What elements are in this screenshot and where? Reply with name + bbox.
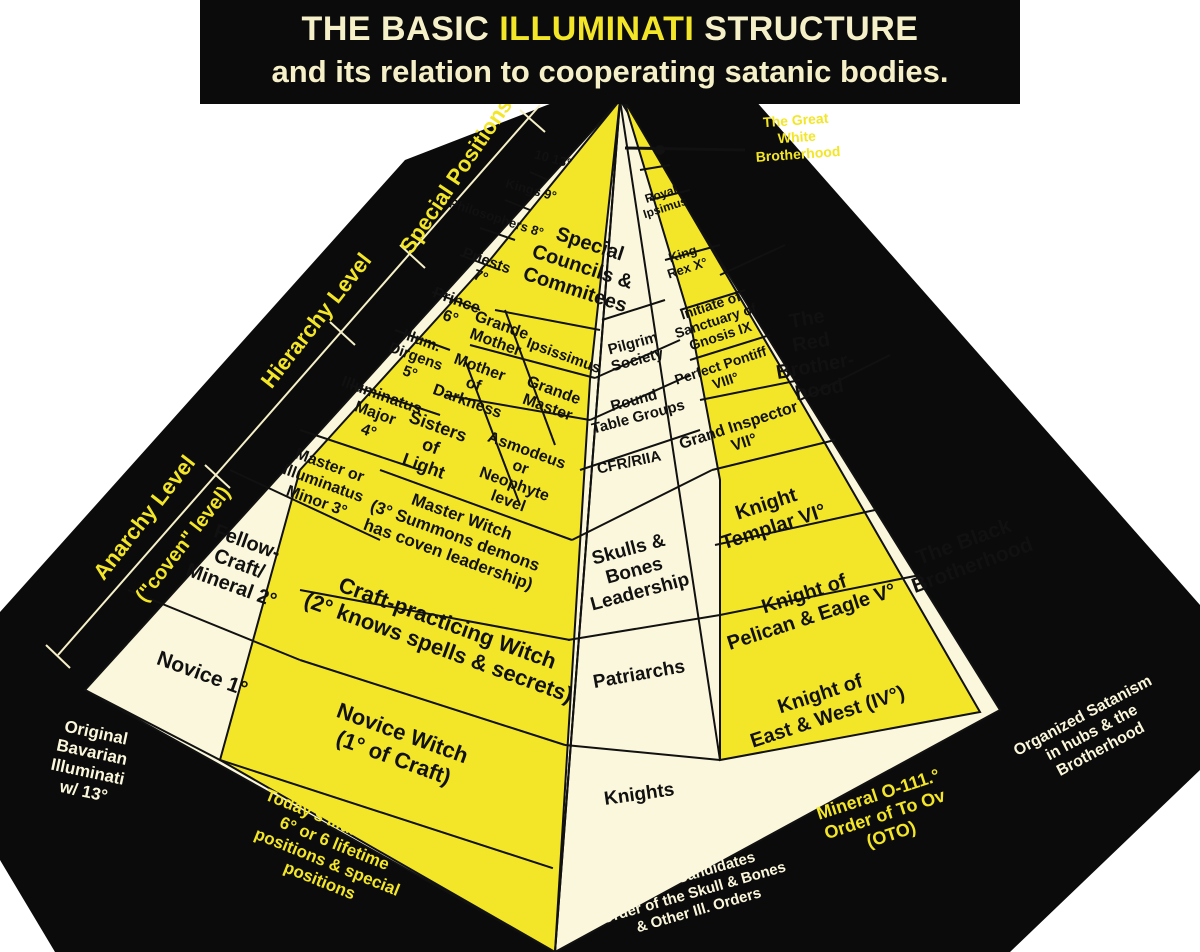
illum-dirgens-line-3: 5° xyxy=(400,362,419,383)
pyramid-ridge xyxy=(554,99,621,952)
priests-line-2: 7° xyxy=(471,266,490,287)
great-white-pointer xyxy=(624,146,746,152)
great-white-line-2: White xyxy=(777,128,816,147)
title-banner: THE BASIC ILLUMINATI STRUCTURE and its r… xyxy=(200,0,1020,104)
center-column-edge xyxy=(619,99,721,761)
great-white-line-1: The Great xyxy=(762,110,829,131)
title-highlight: ILLUMINATI xyxy=(499,10,695,48)
right-tier-lines xyxy=(719,244,891,401)
sisters-light-line-2: of xyxy=(419,434,443,459)
prince-line-2: 6° xyxy=(440,307,460,328)
mother-darkness-line-2: of xyxy=(463,374,484,395)
title-line-2: and its relation to cooperating satanic … xyxy=(271,54,949,89)
perfect-pontiff-line-2: VIII° xyxy=(710,369,740,392)
great-white-dot xyxy=(655,145,665,155)
great-white-label: The Great White Brotherhood xyxy=(755,110,841,165)
title-line-1: THE BASIC ILLUMINATI STRUCTURE xyxy=(200,10,1020,49)
asmodeus-line-2: or xyxy=(510,457,531,478)
title-pre: THE BASIC xyxy=(301,10,500,48)
oto-tier-lines xyxy=(639,164,921,616)
left-tier-lines xyxy=(84,171,549,761)
witch-tier-lines xyxy=(219,309,601,870)
center-tier-lines xyxy=(564,299,721,761)
great-white-line-3: Brotherhood xyxy=(755,143,841,165)
initiate-cell: Initiate of Sanctuary of Gnosis IX xyxy=(673,288,759,353)
title-post: STRUCTURE xyxy=(694,10,919,48)
side-scale-markers xyxy=(45,104,546,669)
illuminatus-major-line-3: 4° xyxy=(358,421,378,442)
